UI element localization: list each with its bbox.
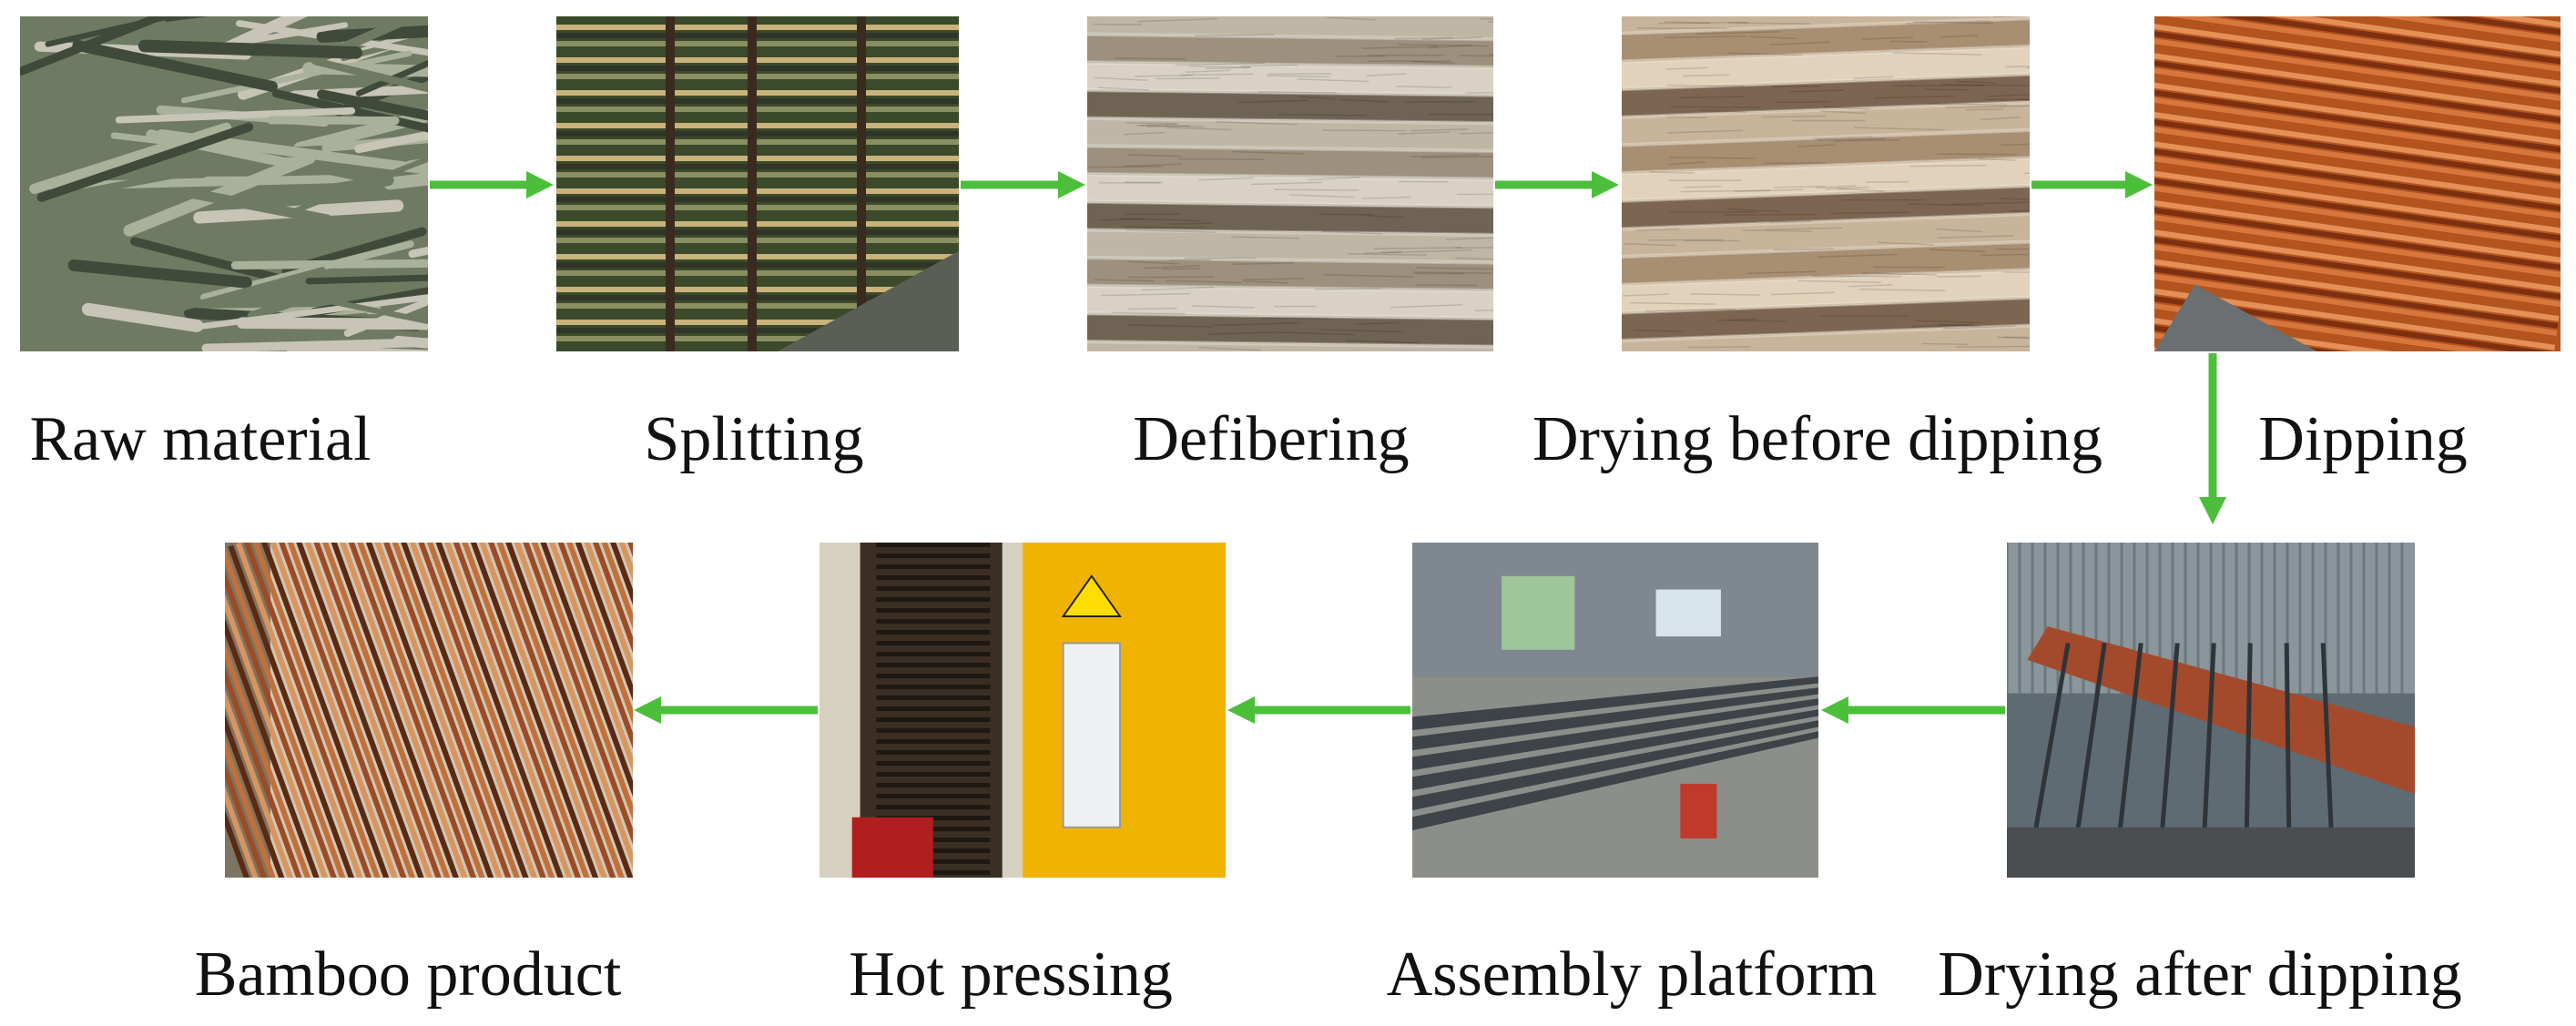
photo-drying-before-dipping [1622, 16, 2030, 351]
photo-bamboo-product-image [225, 543, 633, 878]
caption-bamboo-product: Bamboo product [194, 940, 622, 1010]
arrow-defibering-to-drying [1495, 171, 1619, 198]
caption-drying-before-dipping: Drying before dipping [1532, 404, 2103, 474]
caption-raw-material: Raw material [29, 404, 372, 474]
photo-dipping-image [2154, 16, 2561, 351]
photo-drying-after-dipping-image [2007, 543, 2415, 878]
caption-assembly-platform: Assembly platform [1386, 940, 1878, 1010]
photo-raw-material-image [20, 16, 428, 351]
photo-bamboo-product [225, 543, 633, 878]
photo-drying-after-dipping [2007, 543, 2415, 878]
caption-hot-pressing: Hot pressing [849, 940, 1173, 1010]
caption-dipping: Dipping [2258, 404, 2468, 474]
photo-defibering-image [1087, 16, 1493, 351]
arrow-dipping-down [2199, 353, 2226, 524]
caption-splitting: Splitting [644, 404, 864, 474]
arrow-drying-after-to-assembly [1821, 696, 2005, 724]
photo-drying-before-dipping-image [1622, 16, 2030, 351]
caption-drying-after-dipping: Drying after dipping [1938, 940, 2462, 1010]
photo-raw-material [20, 16, 428, 351]
arrow-raw-to-splitting [430, 171, 554, 198]
arrow-drying-to-dipping [2031, 171, 2153, 198]
photo-hot-pressing [820, 543, 1226, 878]
photo-assembly-platform [1412, 543, 1818, 878]
photo-defibering [1087, 16, 1493, 351]
arrow-assembly-to-hot-pressing [1227, 696, 1410, 724]
photo-hot-pressing-image [820, 543, 1226, 878]
caption-defibering: Defibering [1133, 404, 1410, 474]
photo-splitting [556, 16, 959, 351]
photo-splitting-image [556, 16, 959, 351]
arrow-splitting-to-defibering [961, 171, 1085, 198]
photo-assembly-platform-image [1412, 543, 1818, 878]
arrow-hot-pressing-to-product [634, 696, 818, 724]
photo-dipping [2154, 16, 2561, 351]
